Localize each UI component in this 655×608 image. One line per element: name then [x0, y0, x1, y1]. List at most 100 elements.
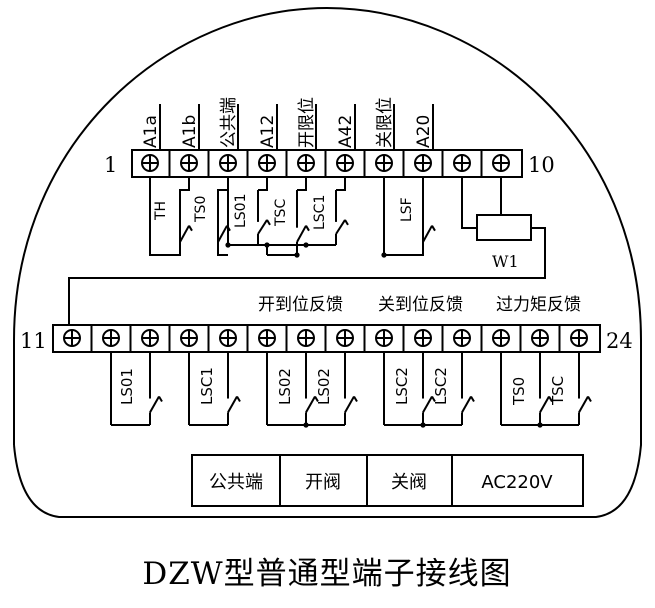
group-label-close-feedback: 关到位反馈: [378, 295, 463, 315]
switch-blade: [461, 396, 472, 413]
group-label-torque-feedback: 过力矩反馈: [496, 295, 581, 315]
switch-blade: [578, 396, 589, 413]
terminal-screw-icon: [102, 329, 120, 347]
switch-label: LS01: [118, 368, 136, 405]
switch-lsc2-b: [461, 362, 475, 425]
switch-label: LSC2: [393, 367, 411, 405]
terminal-screw-icon: [492, 329, 510, 347]
switch-hook: [431, 225, 436, 232]
switch-hook: [587, 396, 592, 403]
power-supply-box: 公共端 开阀 关阀 AC220V: [191, 454, 584, 507]
junction-dot: [225, 242, 231, 248]
supply-voltage: AC220V: [481, 472, 553, 493]
terminal-screw-icon: [141, 329, 159, 347]
bottom-group-labels: 开到位反馈 关到位反馈 过力矩反馈: [258, 295, 581, 315]
switch-hook: [226, 225, 231, 232]
switch-blade: [257, 219, 268, 235]
resistor-body: [476, 214, 532, 241]
terminal-screw-icon: [336, 154, 354, 172]
switch-label: TH: [153, 201, 169, 221]
top-strip-start-number: 1: [104, 153, 117, 177]
top-wiring: TH TS0 LS01 TSC LSC1 LSF: [68, 177, 546, 325]
switch-label: LSF: [399, 197, 415, 222]
switch-label: TSC: [273, 199, 289, 227]
switch-label: TS0: [193, 196, 209, 223]
switch-lsc1-bottom: [227, 362, 241, 425]
switch-blade: [539, 396, 550, 413]
wire: [297, 177, 307, 191]
bottom-terminal-strip: 11 24: [20, 324, 633, 353]
terminal-screw-icon: [375, 329, 393, 347]
bottom-strip-start-number: 11: [20, 329, 47, 353]
top-terminal-strip: 1 10: [104, 149, 555, 178]
switch-hook: [305, 225, 310, 232]
junction-dot: [537, 422, 543, 428]
switch-label: TS0: [510, 377, 528, 406]
switch-hook: [548, 396, 553, 403]
switch-blade: [422, 396, 433, 413]
switch-blade: [179, 225, 190, 243]
switch-blade: [305, 396, 316, 413]
terminal-screw-icon: [219, 329, 237, 347]
terminal-screw-icon: [570, 329, 588, 347]
terminal-label: 开限位: [297, 97, 317, 148]
switch-label: LS01: [233, 193, 249, 228]
terminal-screw-icon: [531, 329, 549, 347]
housing-outline: [13, 6, 642, 518]
switch-ls01-bottom: [149, 362, 163, 425]
top-strip-end-number: 10: [528, 153, 555, 177]
terminal-label: A1a: [141, 115, 161, 148]
junction-dot: [303, 242, 309, 248]
terminal-screw-icon: [141, 154, 159, 172]
switch-tsc-bottom: [578, 362, 592, 425]
wire: [461, 177, 477, 229]
terminal-label: 关限位: [375, 97, 395, 148]
terminal-screw-icon: [453, 154, 471, 172]
switch-hook: [431, 396, 436, 403]
potentiometer-w1: W1: [476, 214, 532, 271]
switch-lsc1: [335, 190, 349, 245]
terminal-screw-icon: [297, 154, 315, 172]
switch-blade: [422, 225, 433, 243]
terminal-screw-icon: [375, 154, 393, 172]
switch-label: LSC1: [198, 367, 216, 405]
terminal-screw-icon: [492, 154, 510, 172]
terminal-screw-icon: [180, 329, 198, 347]
group-label-open-feedback: 开到位反馈: [258, 295, 343, 315]
terminal-screw-icon: [63, 329, 81, 347]
switch-hook: [470, 396, 475, 403]
switch-hook: [353, 396, 358, 403]
supply-cell-common: 公共端: [209, 472, 263, 493]
junction-dot: [381, 252, 387, 258]
switch-blade: [335, 219, 346, 235]
junction-dot: [294, 252, 300, 258]
terminal-screw-icon: [219, 154, 237, 172]
switch-blade: [296, 225, 307, 243]
terminal-screw-icon: [414, 154, 432, 172]
switch-label: LS02: [315, 368, 333, 405]
wire: [258, 177, 268, 191]
terminal-label: A42: [336, 115, 356, 148]
switch-label: LS02: [276, 368, 294, 405]
switch-ls01: [257, 190, 271, 245]
switch-label: LSC1: [312, 195, 328, 230]
bottom-strip-end-number: 24: [606, 329, 633, 353]
terminal-screw-icon: [258, 154, 276, 172]
switch-hook: [266, 219, 271, 226]
diagram-title: DZW型普通型端子接线图: [142, 556, 511, 592]
switch-label: LSC2: [432, 367, 450, 405]
supply-cell-close-valve: 关阀: [391, 472, 427, 493]
top-strip-body: [131, 149, 523, 178]
terminal-label: A12: [258, 115, 278, 148]
switch-blade: [149, 396, 160, 413]
terminal-screw-icon: [414, 329, 432, 347]
terminal-screw-icon: [180, 154, 198, 172]
switch-lsf: [422, 190, 436, 255]
supply-box-outline: [191, 454, 584, 507]
switch-ts0: [217, 190, 231, 255]
switch-blade: [344, 396, 355, 413]
terminal-label: A1b: [180, 115, 200, 148]
